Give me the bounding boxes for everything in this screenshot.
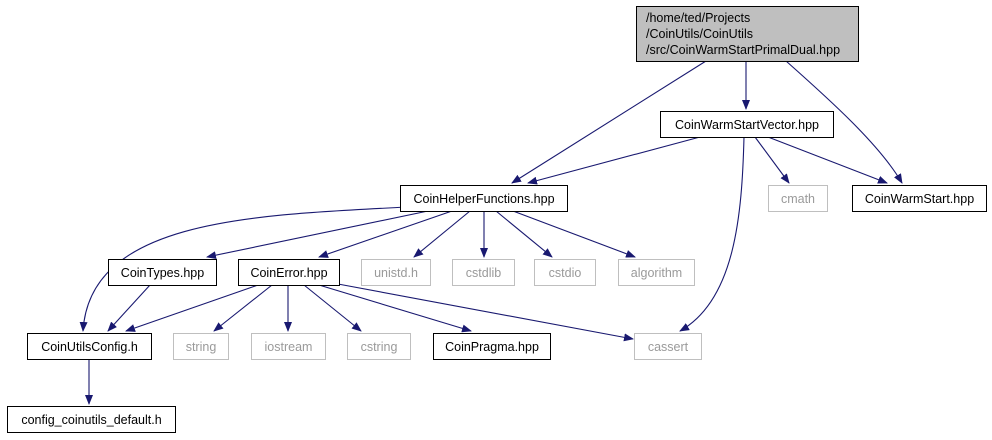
node-pragma[interactable]: CoinPragma.hpp	[433, 333, 551, 360]
node-cstdlib: cstdlib	[452, 259, 515, 286]
edge-helper-to-config	[79, 206, 409, 332]
nodes-layer: /home/ted/Projects/CoinUtils/CoinUtils/s…	[7, 6, 987, 433]
node-label: CoinError.hpp	[250, 266, 327, 280]
node-box	[618, 259, 695, 286]
node-label: cstring	[361, 340, 398, 354]
node-types[interactable]: CoinTypes.hpp	[108, 259, 217, 286]
node-label: CoinTypes.hpp	[121, 266, 204, 280]
edge-vector-to-cmath	[754, 136, 790, 184]
node-label: CoinWarmStartVector.hpp	[675, 118, 819, 132]
edge-helper-to-cstdio	[495, 210, 553, 258]
node-box	[636, 6, 859, 62]
edge-helper-to-types	[206, 210, 429, 260]
node-config-default[interactable]: config_coinutils_default.h	[7, 406, 176, 433]
node-box	[660, 111, 834, 138]
node-string: string	[173, 333, 229, 360]
node-box	[400, 185, 568, 212]
node-label: algorithm	[631, 266, 682, 280]
node-error[interactable]: CoinError.hpp	[238, 259, 340, 286]
node-algorithm: algorithm	[618, 259, 695, 286]
node-box	[27, 333, 152, 360]
node-label: cstdlib	[466, 266, 501, 280]
node-helper[interactable]: CoinHelperFunctions.hpp	[400, 185, 568, 212]
node-cstdio: cstdio	[534, 259, 596, 286]
edge-error-to-pragma	[318, 284, 472, 333]
edge-vector-to-warmstart	[767, 136, 888, 184]
node-unistd: unistd.h	[361, 259, 431, 286]
node-box	[347, 333, 411, 360]
edge-error-to-string	[213, 284, 273, 332]
node-label: iostream	[265, 340, 313, 354]
node-cstring: cstring	[347, 333, 411, 360]
node-label: CoinUtilsConfig.h	[41, 340, 138, 354]
node-label: /src/CoinWarmStartPrimalDual.hpp	[646, 43, 840, 57]
node-vector[interactable]: CoinWarmStartVector.hpp	[660, 111, 834, 138]
node-label: cassert	[648, 340, 689, 354]
node-label: unistd.h	[374, 266, 418, 280]
edge-root-to-warmstart	[785, 60, 903, 184]
node-label: /CoinUtils/CoinUtils	[646, 27, 753, 41]
node-label: cmath	[781, 192, 815, 206]
edges-layer	[79, 60, 903, 405]
node-cmath: cmath	[768, 185, 828, 212]
node-label: /home/ted/Projects	[646, 11, 750, 25]
edge-root-to-helper	[511, 60, 707, 184]
node-box	[452, 259, 515, 286]
node-label: config_coinutils_default.h	[21, 413, 161, 427]
node-config[interactable]: CoinUtilsConfig.h	[27, 333, 152, 360]
edge-error-to-config	[125, 284, 259, 332]
node-box	[173, 333, 229, 360]
node-box	[433, 333, 551, 360]
edge-helper-to-algorithm	[512, 210, 636, 258]
edge-error-to-cassert	[337, 283, 634, 342]
node-warmstart[interactable]: CoinWarmStart.hpp	[852, 185, 987, 212]
node-root[interactable]: /home/ted/Projects/CoinUtils/CoinUtils/s…	[636, 6, 859, 62]
node-box	[361, 259, 431, 286]
edge-error-to-cstring	[303, 284, 362, 332]
node-label: CoinHelperFunctions.hpp	[413, 192, 554, 206]
node-iostream: iostream	[251, 333, 326, 360]
node-label: string	[186, 340, 217, 354]
node-label: CoinPragma.hpp	[445, 340, 539, 354]
edge-helper-to-error	[318, 210, 453, 258]
edge-vector-to-cassert	[679, 136, 745, 332]
edge-types-to-config	[107, 284, 151, 332]
node-cassert: cassert	[634, 333, 702, 360]
node-label: cstdio	[549, 266, 582, 280]
node-box	[251, 333, 326, 360]
node-box	[852, 185, 987, 212]
node-box	[634, 333, 702, 360]
node-box	[768, 185, 828, 212]
node-box	[108, 259, 217, 286]
node-box	[534, 259, 596, 286]
node-box	[7, 406, 176, 433]
edge-vector-to-helper	[527, 136, 701, 185]
node-label: CoinWarmStart.hpp	[865, 192, 974, 206]
edge-helper-to-unistd	[413, 210, 471, 258]
node-box	[238, 259, 340, 286]
